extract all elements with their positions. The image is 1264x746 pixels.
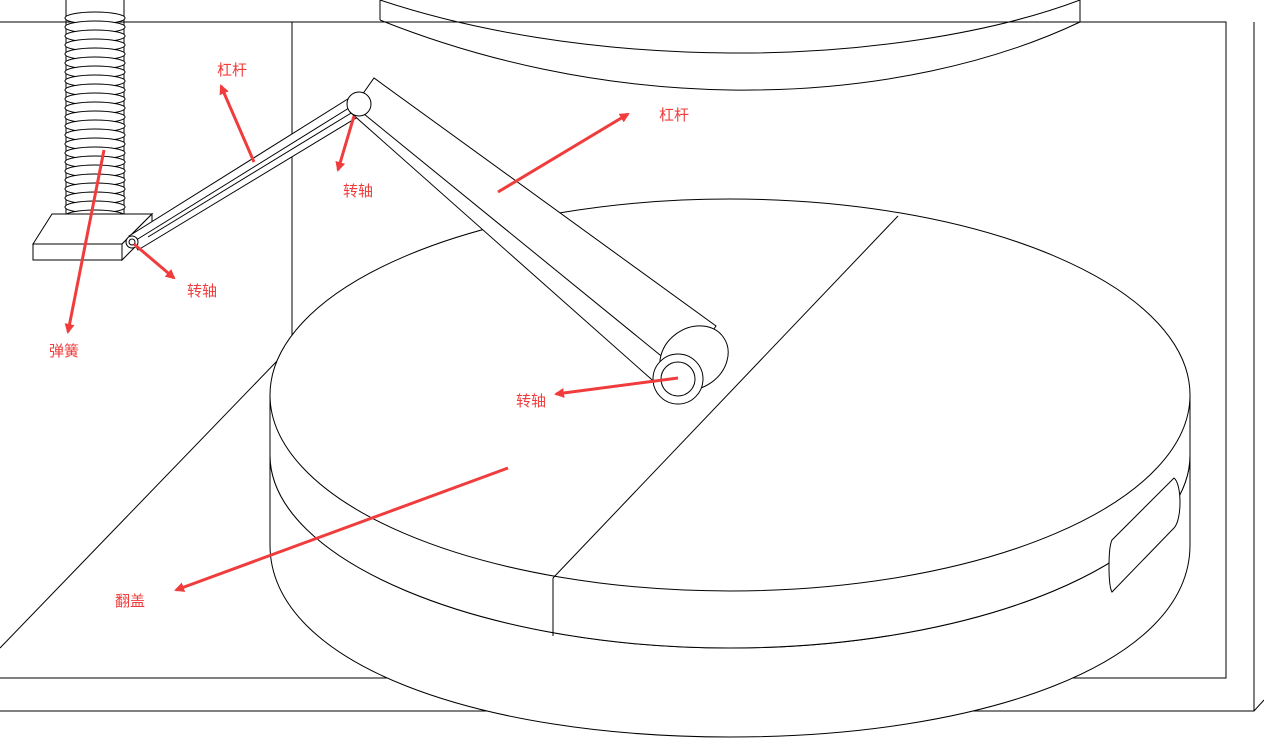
arrow-lever-right [497,112,630,194]
arrow-pivot-base [133,242,176,280]
label-spring: 弹簧 [49,342,79,360]
annotation-labels: 杠杆 杠杆 转轴 转轴 弹簧 转轴 翻盖 [49,61,689,610]
arrow-pivot-lid [554,376,679,398]
upper-cylinder [379,0,1081,91]
label-lever-right: 杠杆 [659,106,689,124]
arrow-lever-left [219,84,256,163]
top-pivot [346,91,372,117]
short-lever [125,96,367,251]
annotation-arrows [64,84,679,592]
long-lever [346,77,729,405]
label-pivot-base: 转轴 [187,282,217,300]
arrow-pivot-top [335,115,356,172]
label-pivot-lid: 转轴 [516,392,546,410]
arrow-spring [64,149,106,334]
label-pivot-top: 转轴 [343,182,373,200]
label-flip-lid: 翻盖 [115,592,145,610]
base-pivot-inner [128,238,136,246]
label-lever-left: 杠杆 [217,61,247,79]
arrow-flip-lid [174,466,509,592]
flip-lid-disc [269,198,1191,649]
